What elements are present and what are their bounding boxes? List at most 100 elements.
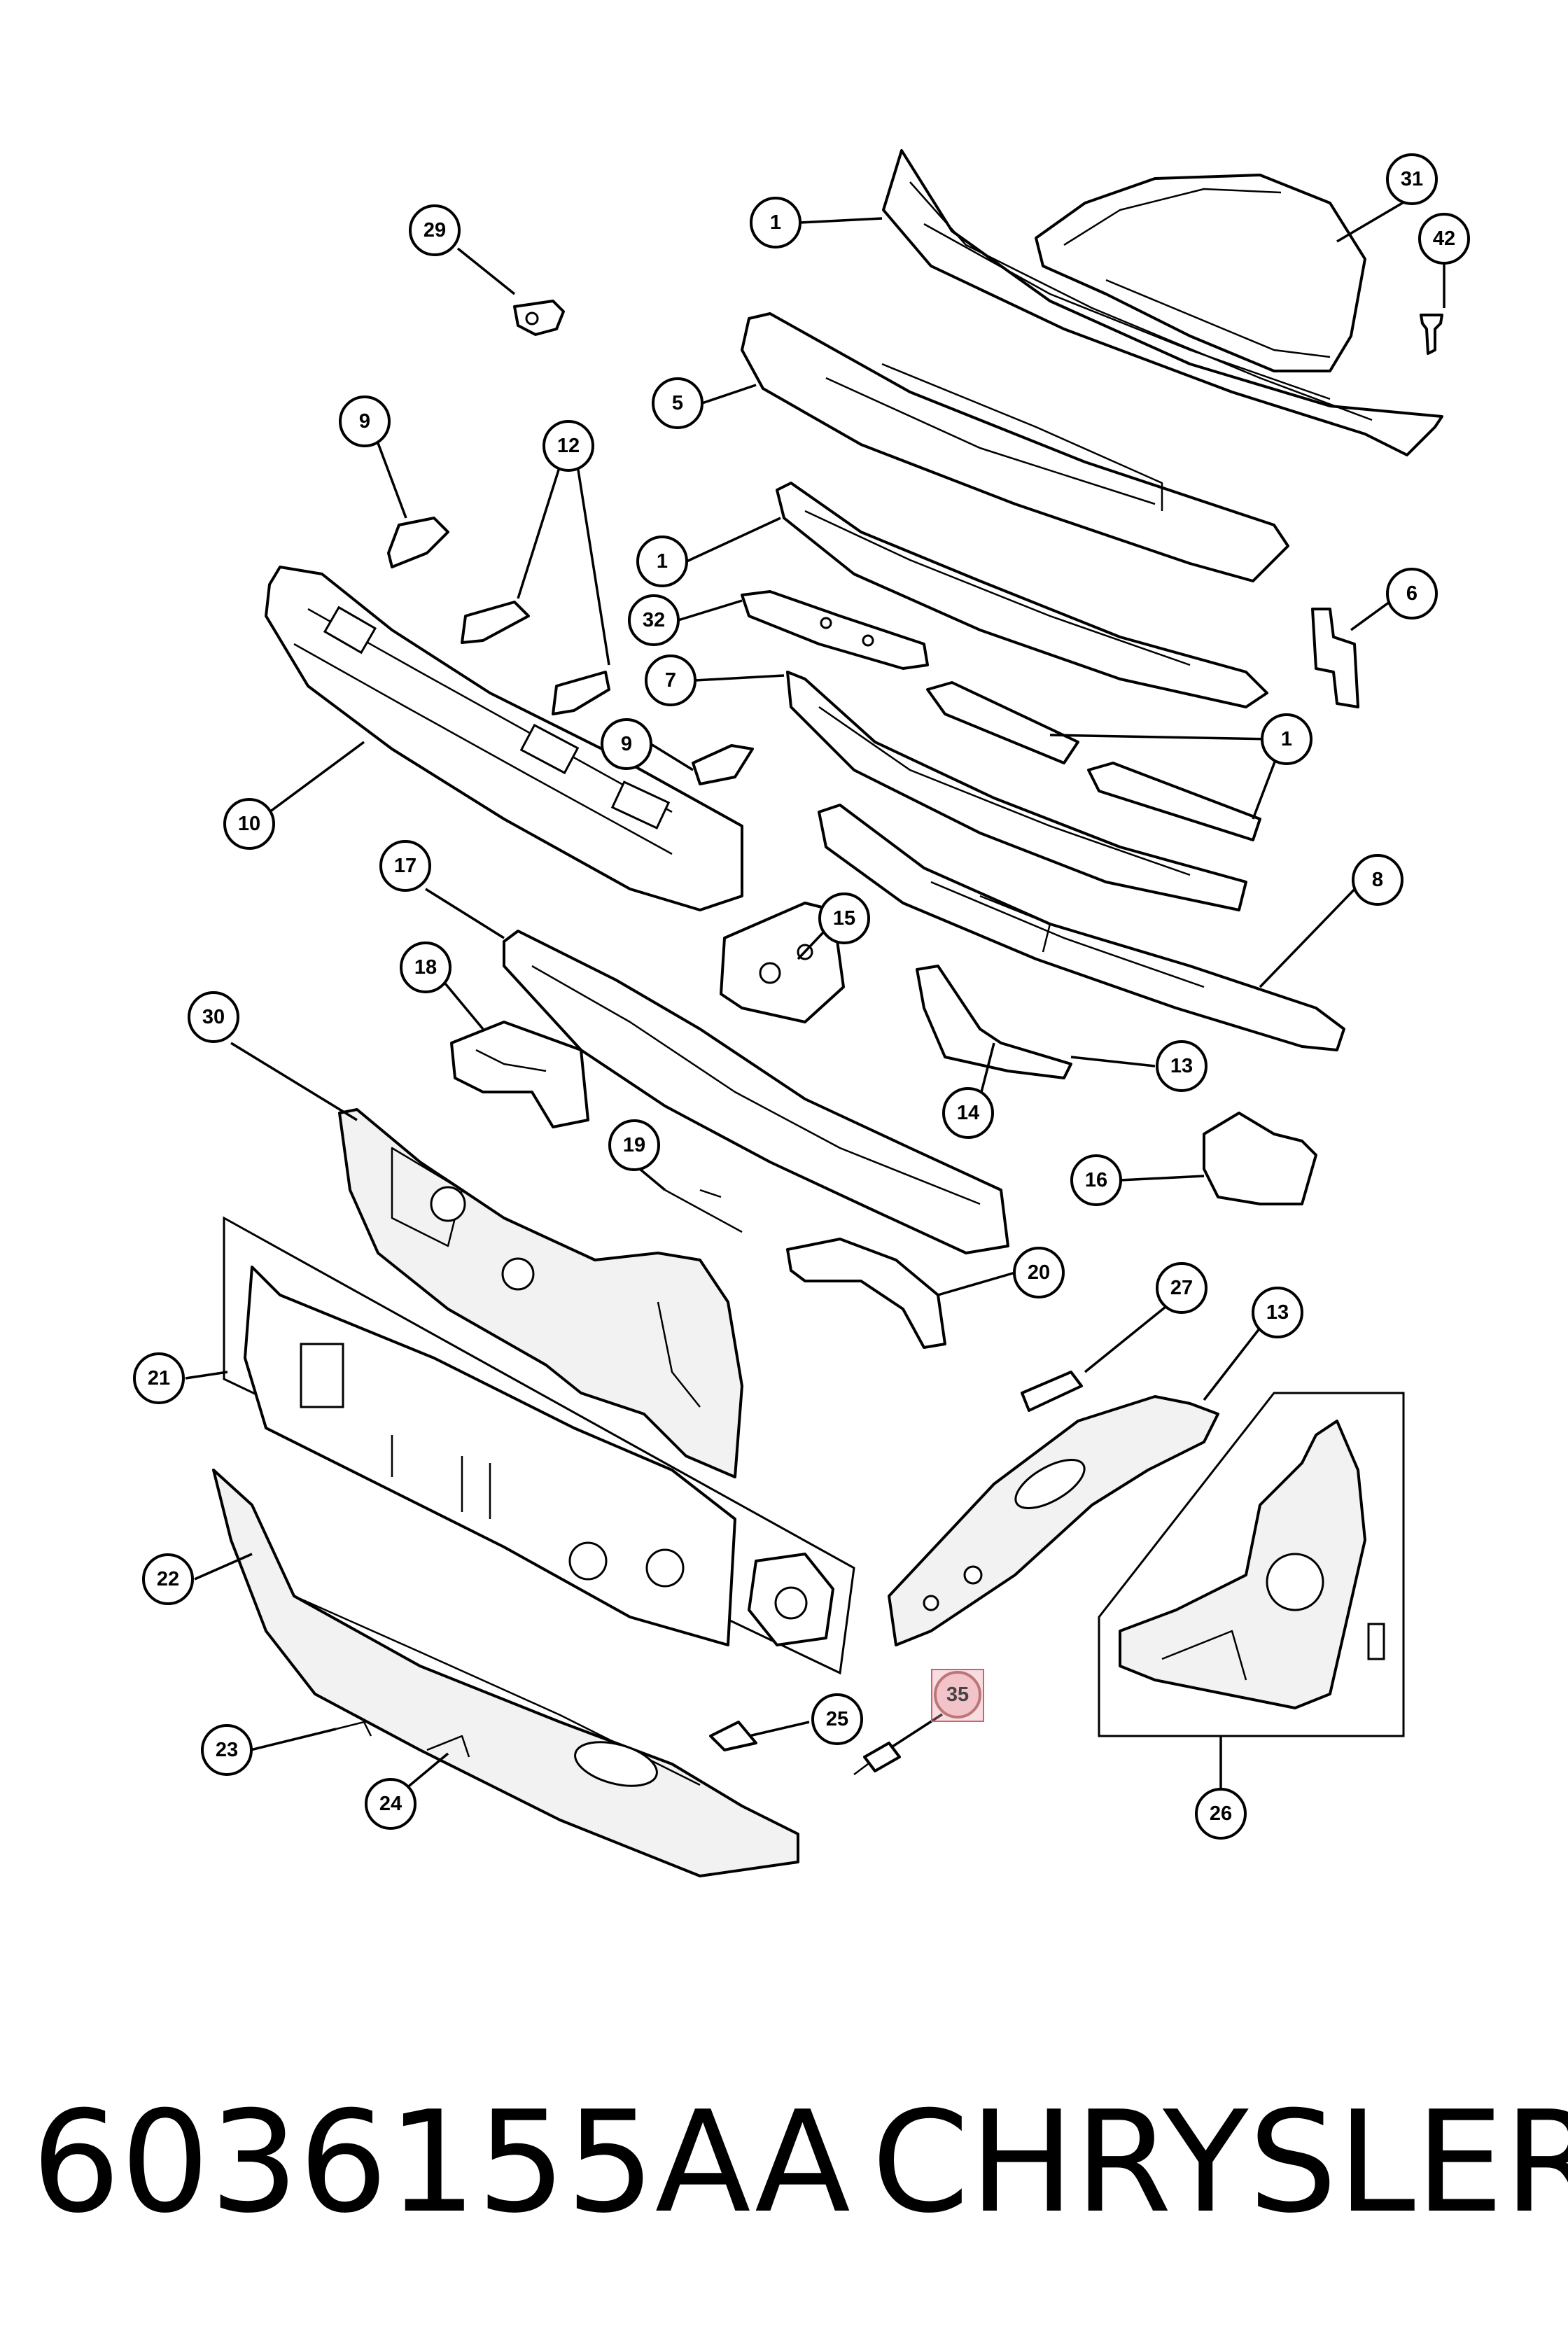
callout-23[interactable]: 23 (201, 1724, 253, 1776)
svg-text:18: 18 (414, 956, 437, 979)
part-seal-1-lower-a (926, 681, 1079, 764)
part-seal-1-lower-b (1087, 762, 1261, 841)
svg-text:1: 1 (770, 211, 781, 234)
svg-text:31: 31 (1401, 168, 1423, 190)
callout-25[interactable]: 25 (811, 1693, 863, 1745)
svg-text:29: 29 (424, 219, 446, 241)
svg-text:25: 25 (826, 1708, 848, 1730)
part-grommet-25 (709, 1721, 757, 1751)
callout-6[interactable]: 6 (1386, 568, 1438, 620)
svg-text:26: 26 (1210, 1802, 1232, 1825)
part-bracket-12-lower (552, 671, 610, 715)
callout-27[interactable]: 27 (1156, 1262, 1208, 1314)
part-bracket-15 (720, 902, 845, 1023)
part-clip-24 (426, 1735, 470, 1758)
callout-19[interactable]: 19 (608, 1119, 660, 1171)
part-plenum-8 (818, 804, 1345, 1051)
part-crossmember-17 (503, 930, 1009, 1254)
callout-14[interactable]: 14 (942, 1087, 994, 1139)
part-wheelhouse-20 (786, 1238, 946, 1349)
svg-text:14: 14 (957, 1102, 979, 1124)
svg-text:19: 19 (623, 1134, 645, 1156)
svg-text:13: 13 (1266, 1301, 1289, 1324)
svg-text:9: 9 (621, 733, 632, 755)
callout-18[interactable]: 18 (400, 941, 451, 993)
callout-1-mid[interactable]: 1 (636, 536, 688, 587)
callout-7[interactable]: 7 (645, 654, 696, 706)
svg-text:16: 16 (1085, 1169, 1107, 1191)
part-screw-35 (853, 1742, 901, 1775)
part-bracket-12-upper (461, 601, 530, 644)
svg-text:13: 13 (1170, 1055, 1193, 1077)
callout-15[interactable]: 15 (818, 892, 870, 944)
callout-22[interactable]: 22 (142, 1553, 194, 1605)
callout-8[interactable]: 8 (1352, 854, 1404, 906)
part-bracket-29 (513, 300, 565, 336)
part-cowl-top-31 (1035, 174, 1366, 372)
callout-13-upper[interactable]: 13 (1156, 1040, 1208, 1092)
part-bracket-13-upper (916, 965, 1072, 1079)
callout-1-right[interactable]: 1 (1261, 713, 1312, 765)
part-bracket-6 (1311, 608, 1359, 708)
svg-text:15: 15 (833, 907, 855, 930)
callout-42[interactable]: 42 (1418, 213, 1470, 265)
brand-name: CHRYSLER (872, 2081, 1568, 2244)
callout-9-lower[interactable]: 9 (601, 718, 652, 770)
svg-text:22: 22 (157, 1568, 179, 1590)
part-dash-reinforcement-30 (338, 1108, 743, 1478)
svg-text:1: 1 (1281, 728, 1292, 750)
svg-text:17: 17 (394, 855, 416, 877)
callout-20[interactable]: 20 (1013, 1247, 1065, 1298)
callout-32[interactable]: 32 (628, 594, 680, 646)
part-clip-19 (664, 1189, 743, 1233)
svg-text:30: 30 (202, 1006, 225, 1028)
svg-text:35: 35 (946, 1684, 969, 1706)
svg-text:5: 5 (672, 392, 683, 414)
part-fender-support-13 (888, 1395, 1219, 1646)
callout-10[interactable]: 10 (223, 798, 275, 850)
part-dash-panel-21 (223, 1216, 855, 1675)
svg-text:1: 1 (657, 550, 668, 573)
callout-12[interactable]: 12 (542, 420, 594, 472)
footer: 6036155AA CHRYSLER (0, 2058, 1568, 2268)
svg-text:32: 32 (643, 609, 665, 631)
svg-text:6: 6 (1406, 582, 1418, 605)
part-bracket-9-lower (692, 744, 754, 785)
part-fastener-42 (1420, 314, 1443, 355)
callout-30[interactable]: 30 (188, 991, 239, 1043)
callout-29[interactable]: 29 (409, 204, 461, 256)
svg-text:10: 10 (238, 813, 260, 835)
svg-text:7: 7 (665, 669, 676, 692)
callout-21[interactable]: 21 (133, 1352, 185, 1404)
part-clip-23 (335, 1721, 372, 1737)
part-floor-pan-22 (212, 1469, 799, 1877)
callout-9-upper[interactable]: 9 (339, 396, 391, 447)
callout-17[interactable]: 17 (379, 840, 431, 892)
svg-text:24: 24 (379, 1793, 402, 1815)
part-bracket-16 (1203, 1112, 1317, 1205)
callout-35[interactable]: 35 (934, 1671, 981, 1718)
svg-text:23: 23 (216, 1739, 238, 1761)
svg-text:8: 8 (1372, 869, 1383, 891)
svg-text:12: 12 (557, 435, 580, 457)
part-crossmember-10 (265, 566, 743, 911)
svg-text:20: 20 (1028, 1261, 1050, 1284)
callout-16[interactable]: 16 (1070, 1154, 1122, 1206)
part-fender-panel-26 (1098, 1392, 1405, 1737)
callout-5[interactable]: 5 (652, 377, 704, 429)
part-bracket-18 (450, 1021, 589, 1128)
leader-lines (185, 198, 1446, 1790)
svg-text:27: 27 (1170, 1277, 1193, 1299)
callouts: 1 5 1 32 7 1 8 6 31 42 29 9 12 9 10 17 1… (133, 153, 1470, 1840)
callout-24[interactable]: 24 (365, 1778, 416, 1830)
callout-26[interactable]: 26 (1195, 1788, 1247, 1840)
part-number: 6036155AA (31, 2081, 850, 2244)
callout-13-lower[interactable]: 13 (1252, 1287, 1303, 1338)
svg-text:21: 21 (148, 1367, 170, 1390)
callout-31[interactable]: 31 (1386, 153, 1438, 205)
callout-1-top[interactable]: 1 (750, 197, 802, 248)
part-seal-1-middle (776, 482, 1268, 708)
part-windshield-panel-1 (882, 149, 1443, 456)
part-clip-27 (1021, 1371, 1083, 1412)
